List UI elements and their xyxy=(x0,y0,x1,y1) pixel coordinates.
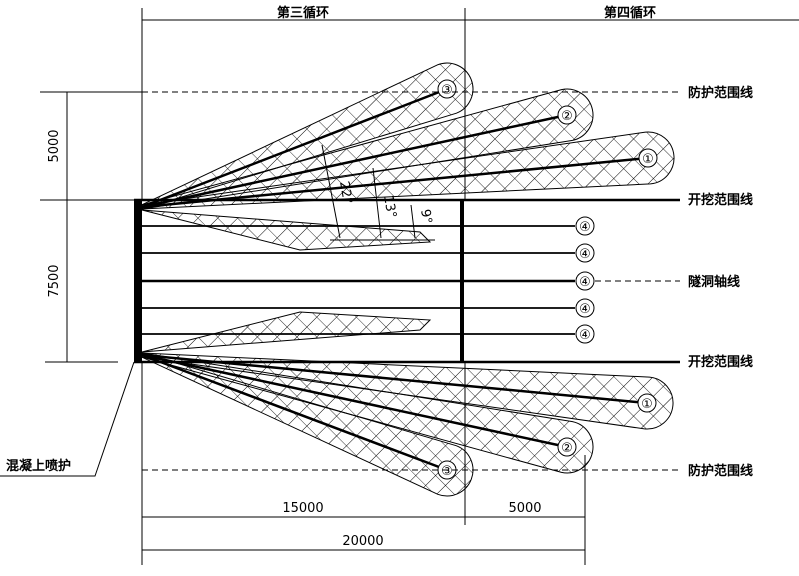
angle-mark xyxy=(321,144,341,239)
hole-4-label: ④ xyxy=(579,275,591,290)
hole-1-top-marker xyxy=(638,148,658,168)
shotcrete-wall xyxy=(134,200,142,362)
label-tunnel-axis: 隧洞轴线 xyxy=(688,274,740,290)
hole-3-bottom-line xyxy=(141,353,448,472)
hole-4-marker xyxy=(575,271,595,291)
label-protection-bottom: 防护范围线 xyxy=(688,463,753,479)
cycle4-label: 第四循环 xyxy=(604,5,656,21)
hole-4-marker xyxy=(575,243,595,263)
dim-5000-left: 5000 xyxy=(47,129,62,162)
callout-leader xyxy=(0,361,135,477)
label-excavation-top: 开挖范围线 xyxy=(688,192,753,208)
grouting-zones: ③ ② ① ③ ② ① xyxy=(140,62,675,497)
hole-4-label: ④ xyxy=(579,328,591,343)
hole-2-bottom-marker xyxy=(557,437,577,457)
angle-mark xyxy=(410,204,416,239)
hole-3-top-line xyxy=(141,87,448,209)
hole-2-top-marker xyxy=(557,105,577,125)
hole-4-marker xyxy=(575,324,595,344)
hole-4-marker xyxy=(575,216,595,236)
hole-3-top-zone xyxy=(140,62,474,210)
hole-4-marker xyxy=(575,298,595,318)
hole-3-top-marker xyxy=(437,79,457,99)
angle-9: 9° xyxy=(417,208,434,225)
dim-7500: 7500 xyxy=(47,264,62,297)
label-protection-top: 防护范围线 xyxy=(688,85,753,101)
angle-22: 22° xyxy=(336,180,355,205)
inner-holes: ④ ④ ④ ④ ④ xyxy=(142,216,595,344)
angle-13: 13° xyxy=(380,194,399,219)
hole-2-bottom-line xyxy=(141,353,568,449)
dim-20000: 20000 xyxy=(342,534,383,549)
hole-4-label: ④ xyxy=(579,302,591,317)
hole-1-bottom-zone xyxy=(141,352,674,430)
hole-1-top-label: ① xyxy=(642,152,654,167)
dim-5000-bottom: 5000 xyxy=(508,501,541,516)
cycle3-label: 第三循环 xyxy=(277,5,329,21)
hole-2-top-line xyxy=(141,113,568,209)
hole-1-top-zone xyxy=(141,131,675,210)
hole-3-top-label: ③ xyxy=(441,83,453,98)
shotcrete-label: 混凝上喷护 xyxy=(6,458,71,474)
hole-4-label: ④ xyxy=(579,220,591,235)
hole-4-label: ④ xyxy=(579,247,591,262)
hole-1-bottom-marker xyxy=(637,393,657,413)
wedge-zone-bottom xyxy=(141,311,432,353)
hole-2-top-zone xyxy=(141,88,594,210)
angle-mark xyxy=(372,167,382,239)
label-excavation-bottom: 开挖范围线 xyxy=(688,354,753,370)
dim-15000: 15000 xyxy=(282,501,323,516)
hole-2-top-label: ② xyxy=(561,109,573,124)
hole-1-bottom-label: ① xyxy=(641,397,653,412)
hole-3-bottom-label: ③ xyxy=(441,464,453,479)
hole-2-bottom-zone xyxy=(141,352,594,474)
hole-2-bottom-label: ② xyxy=(561,441,573,456)
